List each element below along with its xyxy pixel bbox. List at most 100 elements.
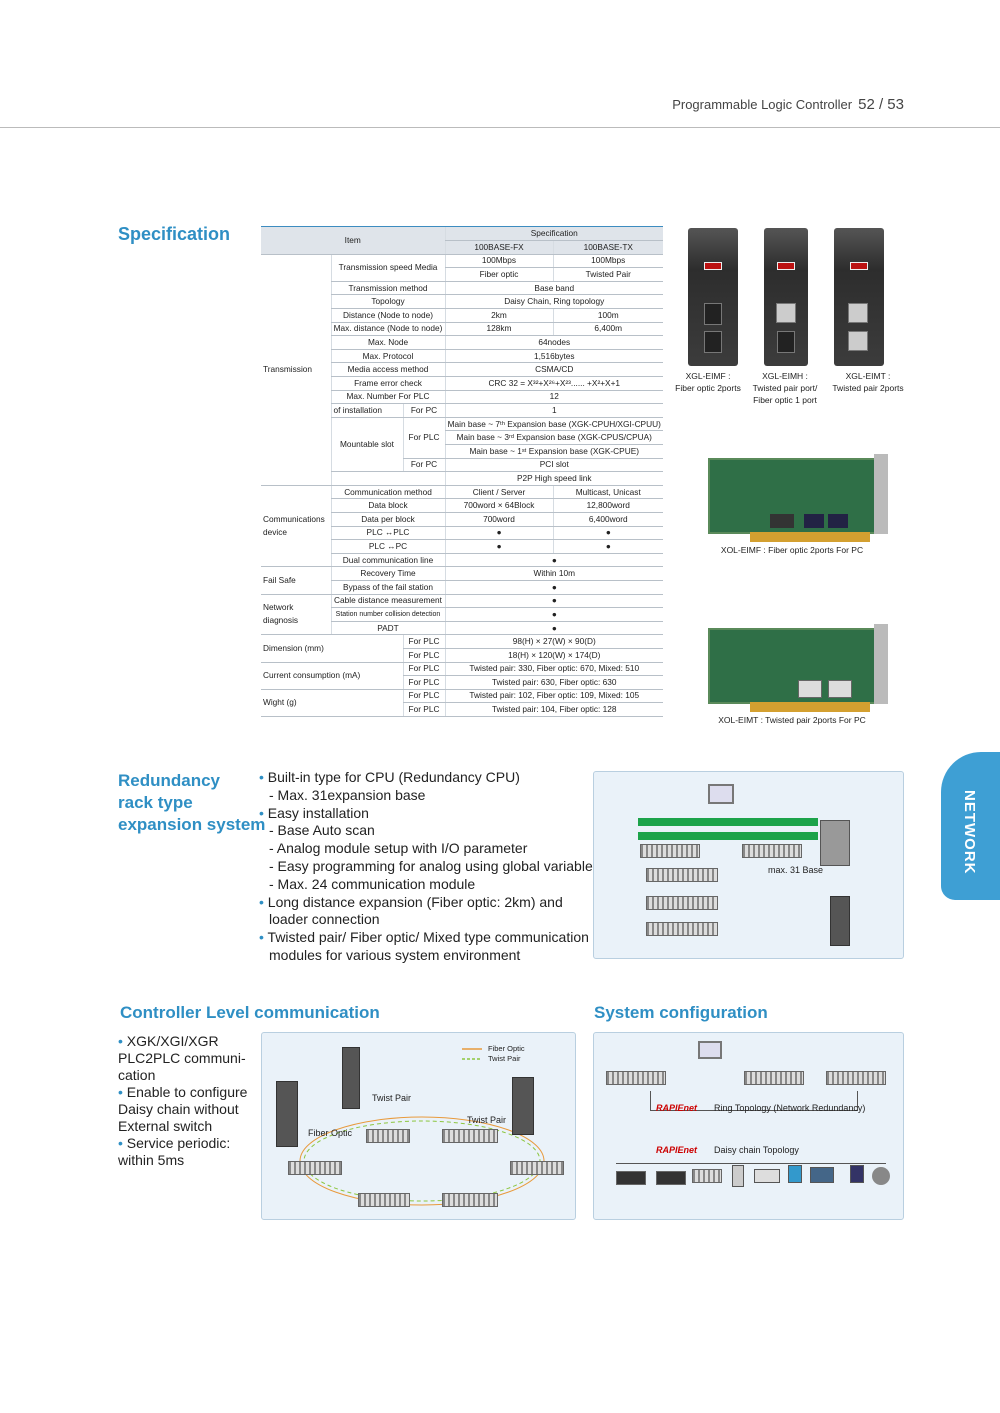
cell: Main base ~ 1ˢᵗ Expansion base (XGK-CPUE…: [444, 444, 663, 459]
cell: Fiber optic: [444, 267, 553, 282]
cell: 700word × 64Block: [444, 498, 553, 513]
cell: ●: [444, 539, 553, 554]
sub-label: For PLC: [402, 702, 445, 717]
fiber-optic-label: Fiber Optic: [308, 1128, 353, 1138]
cell: 128km: [444, 322, 553, 337]
bullet-text: - Analog module setup with I/O parameter: [269, 840, 528, 857]
cell: Base band: [444, 281, 663, 296]
cell: 6,400m: [552, 322, 663, 337]
system-config-diagram: RAPIEnet Ring Topology (Network Redundan…: [593, 1032, 904, 1220]
sub-label: For PC: [402, 403, 445, 418]
base-rack: [288, 1161, 342, 1175]
row-label: Station number collision detection: [330, 607, 445, 622]
row-label: PLC ↔PC: [330, 539, 445, 554]
cell: CSMA/CD: [444, 362, 663, 378]
cell: PCI slot: [444, 458, 663, 473]
bullet-text: Twisted pair/ Fiber optic/ Mixed type co…: [267, 929, 589, 946]
row-label: PADT: [330, 621, 445, 636]
group-current: Current consumption (mA): [261, 662, 403, 690]
twist-pair-label: Twist Pair: [372, 1093, 412, 1103]
row-label: Topology: [330, 294, 445, 310]
bullet-dot: •: [259, 893, 268, 910]
row-label: Transmission speed Media: [330, 254, 445, 282]
bullet-text: Easy installation: [267, 804, 369, 821]
bullet-text: modules for various system environment: [269, 946, 521, 963]
cell: ●: [444, 553, 663, 568]
cell: ●: [444, 607, 663, 622]
cell: CRC 32 = X³²+X²⁶+X²³...... +X²+X+1: [444, 376, 663, 391]
bullet-text: Service periodic:: [126, 1135, 231, 1151]
bullet-item: - Max. 31expansion base: [259, 787, 593, 805]
bullet-text: cation: [118, 1067, 156, 1083]
daisy-line: [616, 1163, 886, 1164]
system-config-title: System configuration: [594, 1003, 768, 1022]
cell: 2km: [444, 308, 553, 323]
table-row: PLC ↔PC●●: [261, 539, 663, 554]
col-spec: Specification: [444, 227, 663, 242]
card-caption: XOL-EIMF : Fiber optic 2ports For PC: [720, 545, 864, 555]
plc-module-image: [820, 820, 850, 866]
product-desc: Twisted pair port/: [752, 383, 818, 393]
bullet-text: - Base Auto scan: [269, 822, 375, 839]
xgl-eimf-module-image: [688, 228, 738, 366]
monitor-icon: [708, 784, 734, 804]
bullet-text: Daisy chain without: [118, 1101, 239, 1117]
xgl-eimt-module-image: [834, 228, 884, 366]
cell: Client / Server: [444, 485, 553, 500]
table-row: Bypass of the fail station●: [261, 580, 663, 595]
cell: 12: [444, 390, 663, 405]
bullet-item: within 5ms: [118, 1152, 247, 1169]
cell: Twisted Pair: [552, 267, 663, 282]
bullet-item: Daisy chain without: [118, 1101, 247, 1118]
cell: 6,400word: [552, 512, 663, 527]
table-row: Station number collision detection●: [261, 607, 663, 622]
group-comm-device: Communications device: [261, 485, 331, 568]
xol-eimt-card-image: [708, 624, 888, 712]
cell: 100Mbps: [552, 254, 663, 269]
group-dimension: Dimension (mm): [261, 634, 403, 663]
cell: Twisted pair: 104, Fiber optic: 128: [444, 702, 663, 717]
controller-diagram: Fiber Optic Twist Pair Twist Pair Twist …: [261, 1032, 576, 1220]
bullet-item: PLC2PLC communi-: [118, 1050, 247, 1067]
sub-label: For PLC: [402, 675, 445, 690]
cell: ●: [444, 526, 553, 541]
network-line: [638, 818, 818, 826]
legend-fiber: Fiber Optic: [488, 1044, 525, 1053]
group-fail-safe: Fail Safe: [261, 566, 331, 595]
cell: 100m: [552, 308, 663, 323]
bullet-item: loader connection: [259, 911, 593, 929]
row-label: Data per block: [330, 512, 445, 527]
row-label: of installation: [330, 403, 403, 418]
rapienet-logo: RAPIEnet: [656, 1145, 698, 1155]
row-label: Recovery Time: [330, 566, 445, 581]
base-rack: [646, 922, 718, 936]
bullet-item: • Long distance expansion (Fiber optic: …: [259, 894, 593, 912]
device-image: [616, 1171, 646, 1185]
device-image: [656, 1171, 686, 1185]
product-desc: Twisted pair 2ports: [832, 383, 904, 393]
card-caption: XOL-EIMT : Twisted pair 2ports For PC: [718, 715, 866, 725]
title-line: expansion system: [118, 815, 266, 834]
cell: 1: [444, 403, 663, 418]
base-rack: [640, 844, 700, 858]
max-base-label: max. 31 Base: [768, 865, 824, 875]
row-label: PLC ↔PLC: [330, 526, 445, 541]
network-line: [638, 832, 818, 840]
device-image: [788, 1165, 802, 1183]
table-row: P2P High speed link: [261, 471, 663, 486]
bullet-item: - Max. 24 communication module: [259, 876, 593, 894]
cell: 98(H) × 27(W) × 90(D): [444, 634, 663, 649]
table-row: PADT●: [261, 621, 663, 636]
